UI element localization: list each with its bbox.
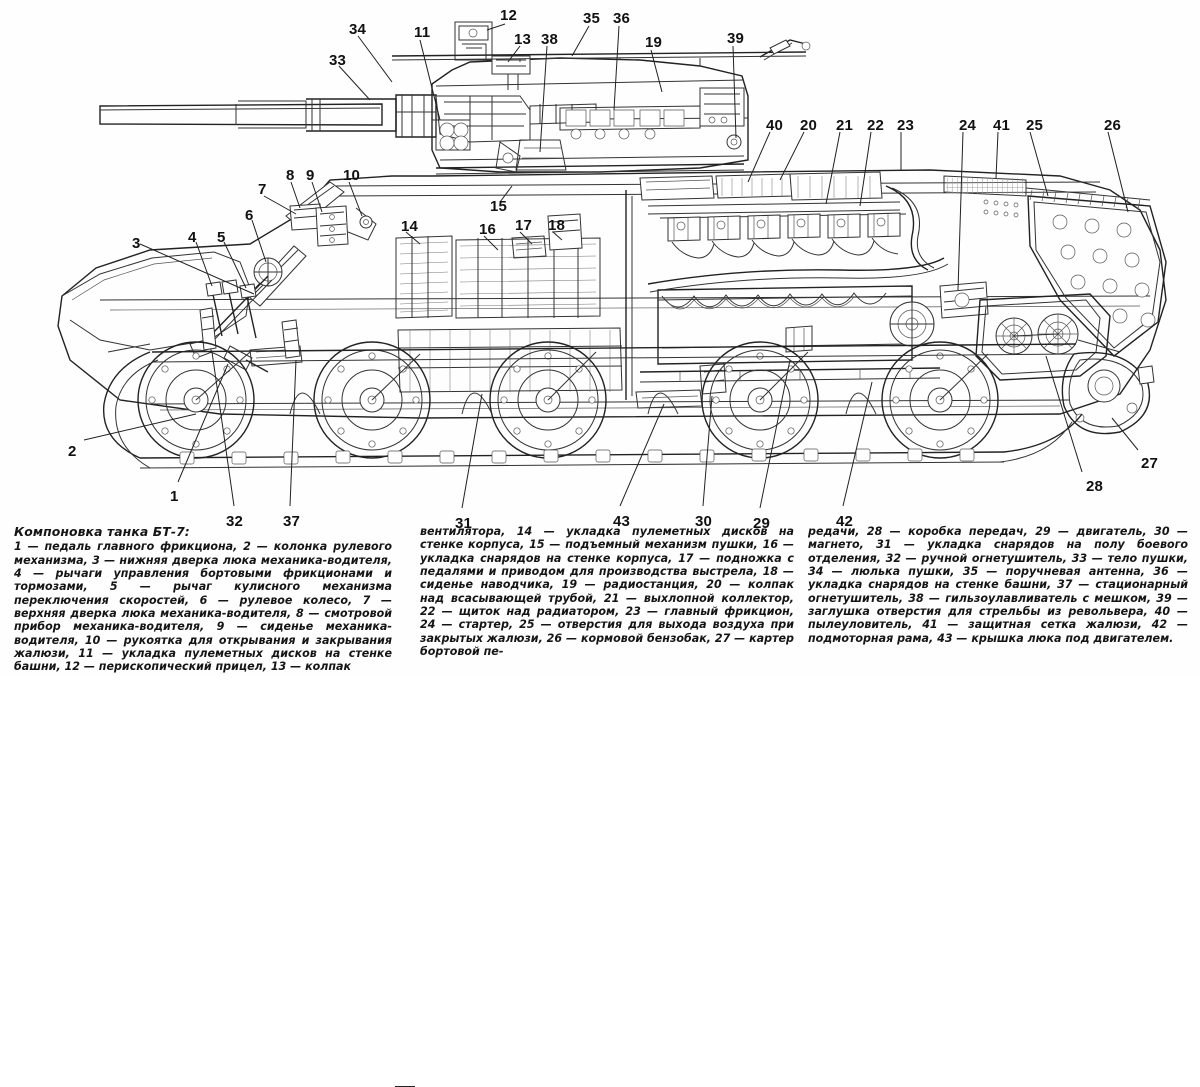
callout-24: 24 [959, 117, 977, 134]
callout-12: 12 [500, 7, 518, 24]
callout-11: 11 [414, 24, 431, 41]
callout-5: 5 [217, 229, 226, 246]
fighting-compartment [395, 190, 633, 400]
running-gear [102, 339, 1121, 469]
turret [431, 21, 749, 175]
callout-7: 7 [258, 181, 267, 198]
caption-body-1: 1 — педаль главного фрикциона, 2 — колон… [14, 540, 392, 674]
track [102, 343, 1083, 469]
callout-16: 16 [479, 221, 497, 238]
callout-13: 13 [514, 31, 532, 48]
callout-21: 21 [836, 117, 854, 134]
rear-transmission [943, 175, 1167, 435]
callout-14: 14 [401, 218, 419, 235]
callout-32: 32 [226, 513, 244, 530]
callout-40: 40 [766, 117, 784, 134]
callout-4: 4 [188, 229, 197, 246]
engine-v12 [657, 212, 913, 365]
callout-17: 17 [515, 217, 533, 234]
callout-42: 42 [836, 513, 854, 530]
tank-cutaway-diagram: .s{fill:none;stroke:#333;stroke-width:1;… [0, 0, 1200, 525]
callout-38: 38 [541, 31, 559, 48]
callout-35: 35 [583, 10, 601, 27]
callout-3: 3 [132, 235, 141, 252]
callout-25: 25 [1026, 117, 1044, 134]
callout-28: 28 [1086, 478, 1104, 495]
leader-lines [83, 23, 1139, 509]
callout-29: 29 [753, 515, 771, 532]
turret-ammo-rack [559, 105, 701, 140]
callout-2: 2 [68, 443, 77, 460]
callout-30: 30 [695, 513, 713, 530]
gun-barrel [99, 94, 437, 138]
radio-set [699, 87, 745, 127]
louvre-mesh [943, 175, 1027, 197]
callout-1: 1 [170, 488, 179, 505]
caption-column-1: Компоновка танка БТ-7: 1 — педаль главно… [14, 525, 392, 674]
rear-fuel-tank [1027, 195, 1167, 357]
callout-26: 26 [1104, 117, 1122, 134]
callout-9: 9 [306, 167, 315, 184]
callout-37: 37 [283, 513, 301, 530]
callout-19: 19 [645, 34, 663, 51]
handrail-antenna [391, 39, 811, 66]
rivets [983, 199, 1019, 218]
callout-39: 39 [727, 30, 745, 47]
callout-20: 20 [800, 117, 818, 134]
callout-23: 23 [897, 117, 915, 134]
callout-36: 36 [613, 10, 631, 27]
caption-column-2: вентилятора, 14 — укладка пулеметных дис… [420, 525, 794, 658]
callout-15: 15 [490, 198, 508, 215]
caption-column-3: редачи, 28 — коробка передач, 29 — двига… [808, 525, 1188, 645]
callout-18: 18 [548, 217, 566, 234]
driver-station [189, 181, 377, 373]
caption-body-3: редачи, 28 — коробка передач, 29 — двига… [808, 525, 1188, 645]
callout-31: 31 [455, 515, 473, 532]
callout-22: 22 [867, 117, 885, 134]
caption-title: Компоновка танка БТ-7: [14, 524, 190, 539]
callout-8: 8 [286, 167, 295, 184]
turret-mg-disc-rack [435, 119, 471, 151]
callout-33: 33 [329, 52, 347, 69]
caption-body-2: вентилятора, 14 — укладка пулеметных дис… [420, 525, 794, 659]
callout-10: 10 [343, 167, 361, 184]
callout-34: 34 [349, 21, 367, 38]
air-outlet-openings [1025, 187, 1151, 210]
callout-43: 43 [613, 513, 631, 530]
callout-27: 27 [1141, 455, 1159, 472]
engine-compartment [635, 171, 989, 409]
figure-caption: Компоновка танка БТ-7: 1 — педаль главно… [0, 525, 1200, 1087]
callout-41: 41 [993, 117, 1011, 134]
callout-6: 6 [245, 207, 254, 224]
